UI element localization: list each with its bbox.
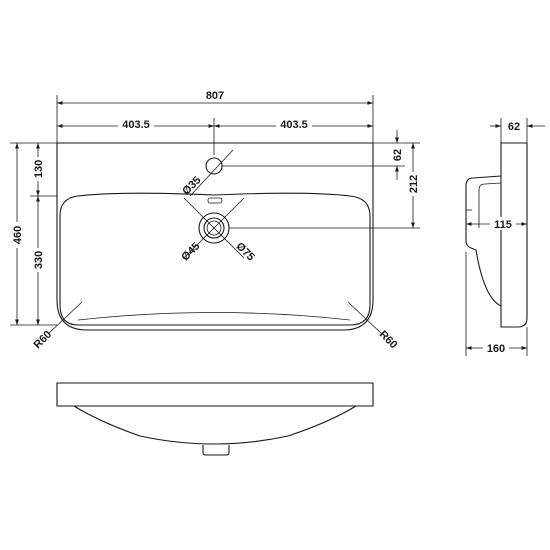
dim-side-bowl-depth: 115 bbox=[466, 217, 527, 231]
label-side-depth: 62 bbox=[508, 121, 520, 133]
side-bowl-profile bbox=[465, 175, 502, 307]
label-overall-depth: 460 bbox=[12, 226, 24, 244]
dim-overall-depth: 460 bbox=[10, 142, 57, 326]
front-bowl-curve bbox=[73, 405, 357, 445]
label-side-bowl-depth: 115 bbox=[494, 219, 512, 231]
dim-tap-hole-offset: 62 bbox=[222, 130, 405, 180]
front-elevation bbox=[56, 382, 374, 456]
label-overall-width: 807 bbox=[206, 90, 224, 102]
dim-half-widths: 403.5 403.5 bbox=[57, 117, 373, 155]
label-waste-inner-diameter: Ø45 bbox=[179, 240, 202, 263]
leader-corner-radius: R60 R60 bbox=[31, 301, 400, 351]
waste-core bbox=[206, 220, 222, 236]
plan-view bbox=[56, 142, 374, 331]
side-outline bbox=[500, 142, 528, 328]
label-tap-hole-offset: 62 bbox=[392, 149, 404, 161]
label-side-height: 160 bbox=[487, 343, 505, 355]
label-bowl-depth: 330 bbox=[33, 251, 45, 269]
front-rim bbox=[56, 382, 374, 407]
overflow-slot bbox=[207, 197, 223, 204]
side-overflow-line bbox=[478, 182, 502, 228]
waste-inner bbox=[203, 217, 225, 239]
dim-depth-split: 130 330 bbox=[30, 143, 57, 325]
label-tap-zone-depth: 130 bbox=[33, 160, 45, 178]
label-waste-outer-diameter: Ø75 bbox=[234, 240, 257, 263]
label-corner-radius-left: R60 bbox=[31, 328, 54, 351]
dim-waste-offset: 212 bbox=[229, 142, 420, 229]
bowl-front-curve bbox=[77, 312, 351, 321]
dim-overall-width: 807 bbox=[56, 90, 374, 143]
basin-outline bbox=[56, 142, 374, 331]
front-waste-spigot bbox=[202, 445, 230, 456]
bowl-outline bbox=[59, 192, 371, 326]
label-half-width-left: 403.5 bbox=[122, 119, 150, 131]
dim-side-height: 160 bbox=[465, 252, 528, 356]
leader-tap-hole: Ø35 bbox=[180, 149, 234, 197]
label-waste-offset: 212 bbox=[408, 175, 420, 193]
side-elevation bbox=[465, 142, 528, 328]
leader-waste: Ø45 Ø75 bbox=[179, 197, 257, 263]
label-half-width-right: 403.5 bbox=[280, 119, 308, 131]
tap-hole bbox=[205, 157, 223, 175]
dim-side-depth: 62 bbox=[490, 118, 545, 143]
